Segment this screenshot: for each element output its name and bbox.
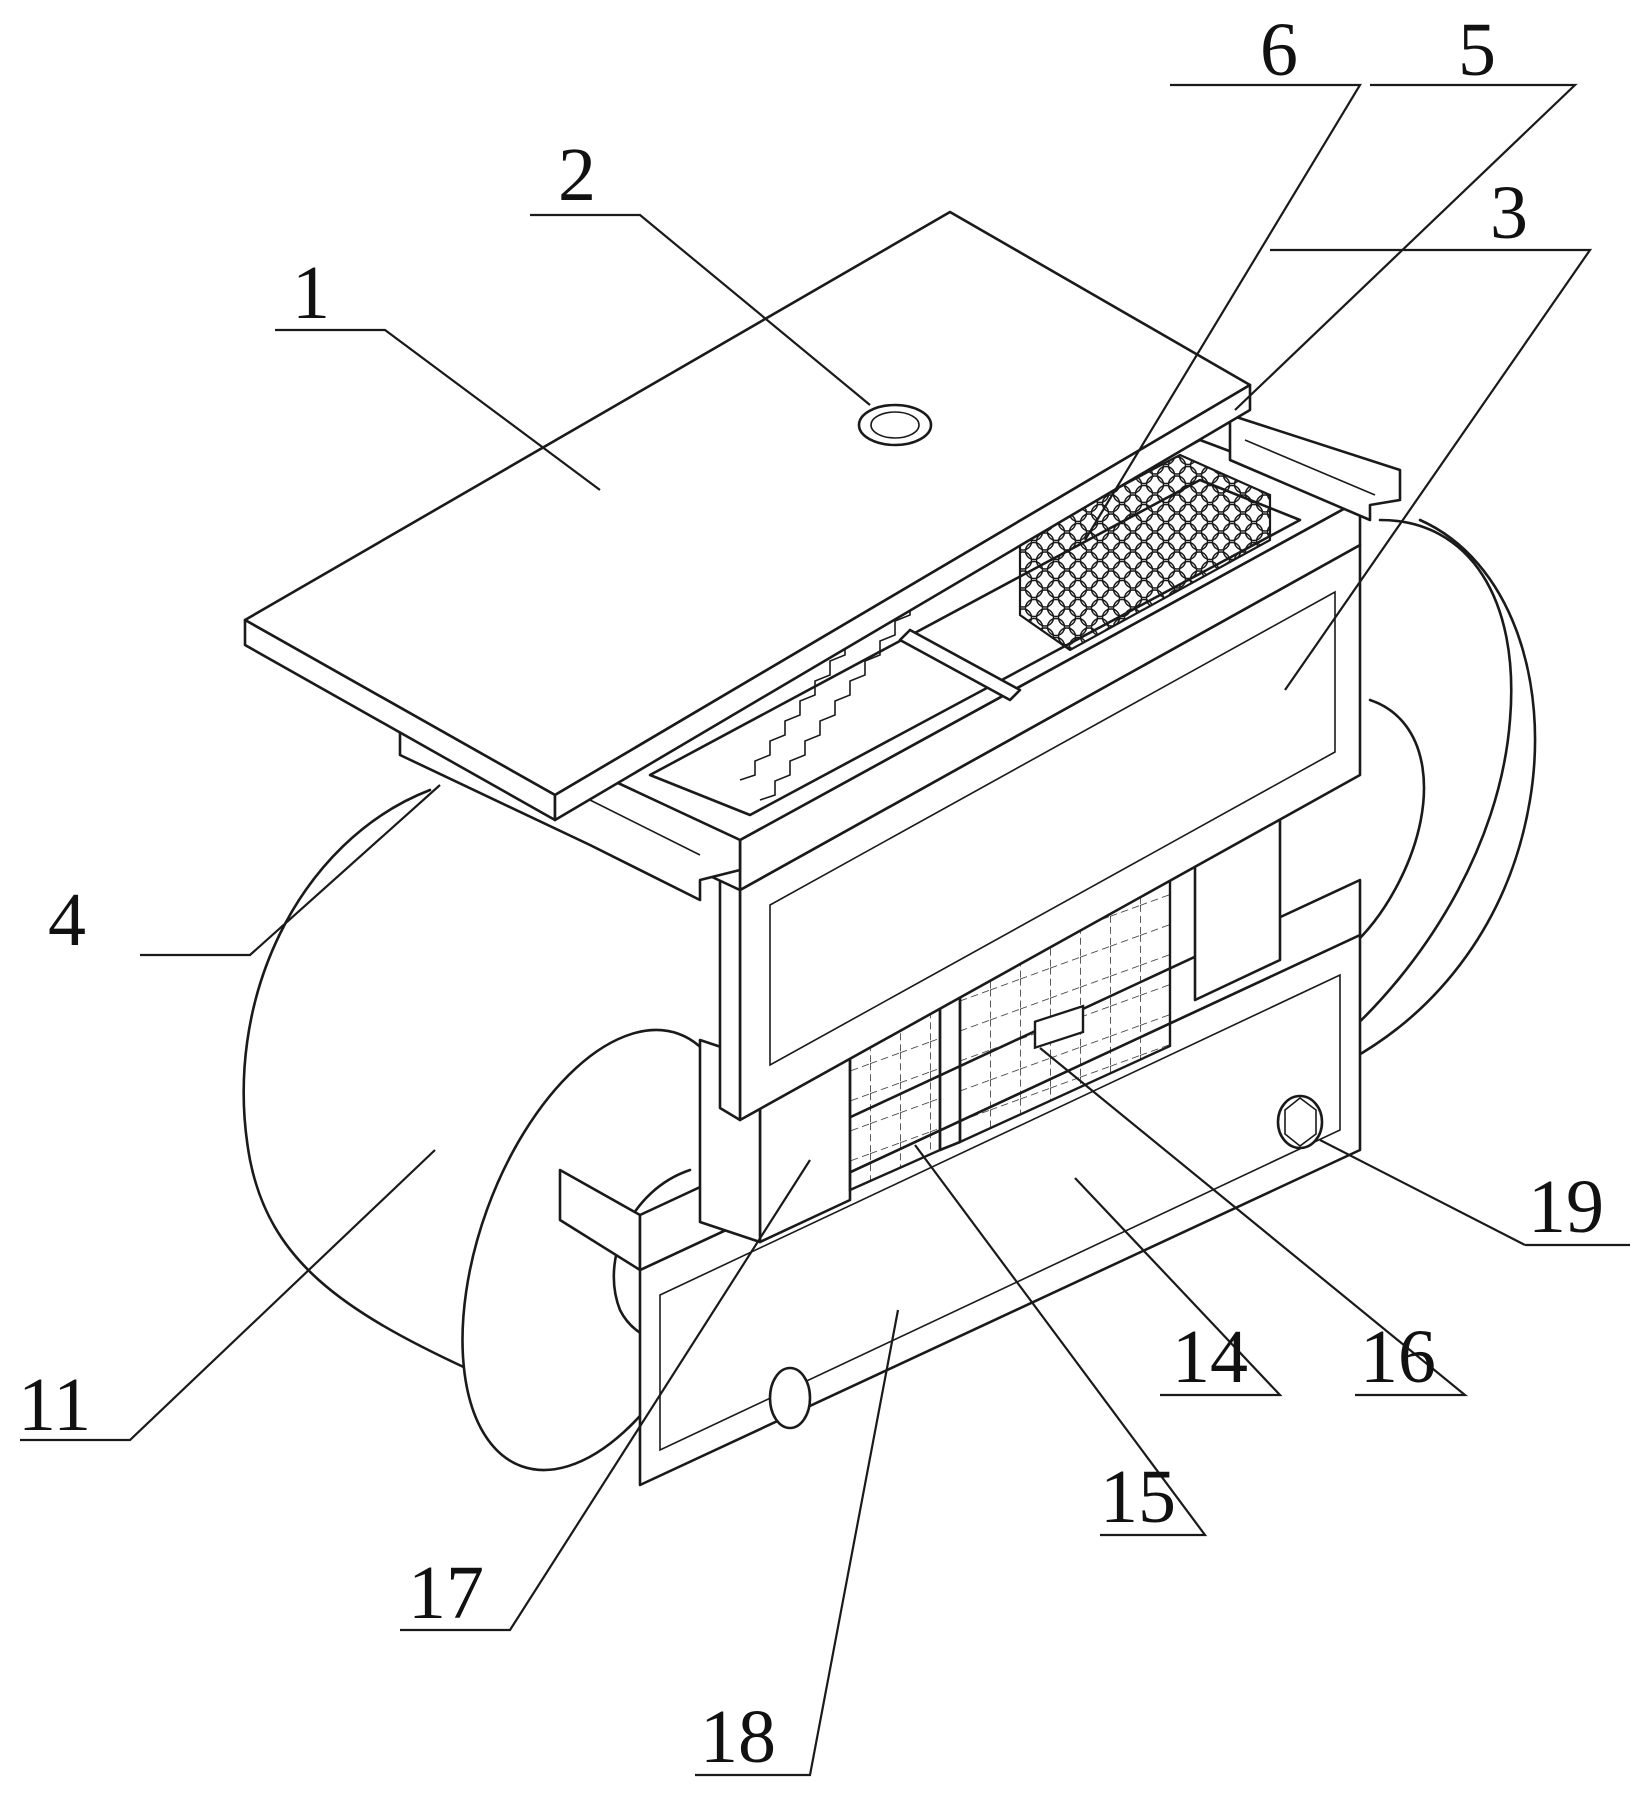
callout-15: 15 (1100, 1455, 1176, 1539)
divider-bar (898, 628, 1022, 702)
callout-19: 19 (1528, 1165, 1604, 1249)
base-right-bolt (1276, 1094, 1324, 1150)
callout-4: 4 (48, 878, 86, 962)
indicator-display (1033, 1004, 1085, 1050)
callout-14: 14 (1172, 1315, 1248, 1399)
callout-17: 17 (408, 1551, 484, 1635)
base-left-hole (768, 1366, 812, 1430)
callout-2: 2 (558, 133, 596, 217)
callout-3: 3 (1490, 171, 1528, 255)
callout-1: 1 (292, 251, 330, 335)
top-lid (243, 210, 1252, 822)
honeycomb-filter (1018, 453, 1272, 652)
callout-6: 6 (1260, 8, 1298, 92)
center-port (857, 403, 933, 447)
callout-11: 11 (18, 1363, 91, 1447)
callout-18: 18 (700, 1695, 776, 1779)
callout-16: 16 (1360, 1315, 1436, 1399)
leader-lines (20, 83, 1630, 1777)
callout-labels: 1 2 3 4 5 6 11 14 15 16 17 18 19 (18, 8, 1604, 1779)
callout-5: 5 (1458, 8, 1496, 92)
